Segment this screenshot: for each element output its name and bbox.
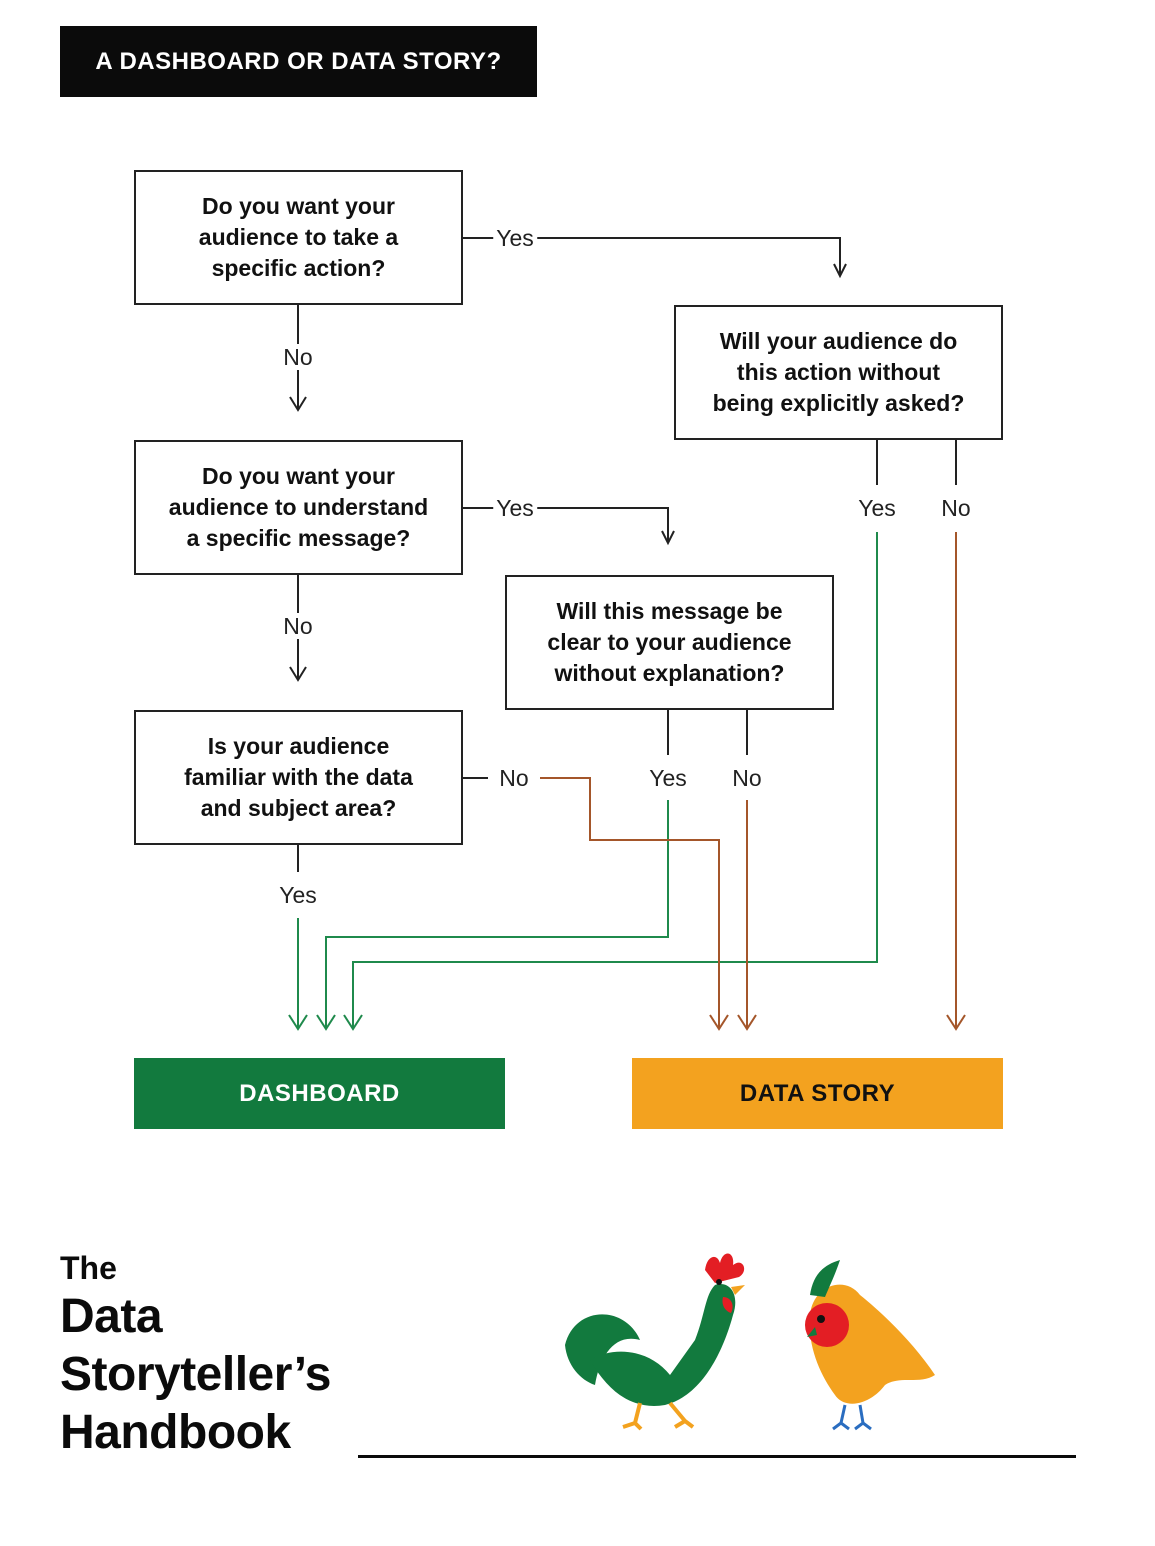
question-take-action: Do you want your audience to take a spec… — [134, 170, 463, 305]
outcome-data-story: DATA STORY — [632, 1058, 1003, 1129]
edge-label-q2-no: No — [280, 613, 316, 639]
question-line: familiar with the data — [184, 764, 413, 790]
edge-label-q4-yes: Yes — [855, 495, 899, 521]
path-q3-no-datastory — [540, 777, 720, 1028]
edge-label-q1-no: No — [280, 344, 316, 370]
edge-label-q4-no: No — [938, 495, 974, 521]
question-line: clear to your audience — [547, 629, 792, 655]
edge-label-q3-no: No — [496, 765, 532, 791]
question-line: specific action? — [211, 255, 386, 281]
question-line: audience to take a — [198, 224, 399, 250]
question-message-clear: Will this message be clear to your audie… — [505, 575, 834, 710]
rooster-illustration — [565, 1253, 745, 1431]
connector-q1-yes — [462, 237, 841, 276]
question-line: Is your audience — [207, 733, 390, 759]
question-action-without-asking: Will your audience do this action withou… — [674, 305, 1003, 440]
question-familiar-with-data: Is your audience familiar with the data … — [134, 710, 463, 845]
brand-logo: The Data Storyteller’s Handbook — [60, 1248, 331, 1462]
page-title: A DASHBOARD OR DATA STORY? — [60, 26, 537, 97]
brand-line-data: Data — [60, 1290, 163, 1343]
birds-illustration — [565, 1253, 935, 1431]
edge-label-q5-yes: Yes — [646, 765, 690, 791]
question-line: Will your audience do — [719, 328, 958, 354]
question-line: and subject area? — [200, 795, 397, 821]
path-q4-yes-dashboard — [352, 532, 878, 1028]
question-line: without explanation? — [554, 660, 785, 686]
question-line: Do you want your — [202, 463, 395, 489]
question-line: this action without — [736, 359, 941, 385]
outcome-dashboard: DASHBOARD — [134, 1058, 505, 1129]
brand-line-storytellers: Storyteller’s — [60, 1348, 331, 1401]
chick-illustration — [805, 1260, 935, 1431]
brand-underline — [358, 1455, 1076, 1458]
question-line: a specific message? — [186, 525, 411, 551]
brand-line-the: The — [60, 1250, 117, 1286]
question-line: Will this message be — [556, 598, 783, 624]
edge-label-q2-yes: Yes — [493, 495, 537, 521]
question-understand-message: Do you want your audience to understand … — [134, 440, 463, 575]
question-line: Do you want your — [202, 193, 395, 219]
brand-line-handbook: Handbook — [60, 1406, 291, 1459]
edge-label-q1-yes: Yes — [493, 225, 537, 251]
question-line: being explicitly asked? — [712, 390, 965, 416]
question-line: audience to understand — [168, 494, 429, 520]
edge-label-q3-yes: Yes — [276, 882, 320, 908]
path-q5-yes-dashboard — [325, 800, 669, 1028]
edge-label-q5-no: No — [729, 765, 765, 791]
